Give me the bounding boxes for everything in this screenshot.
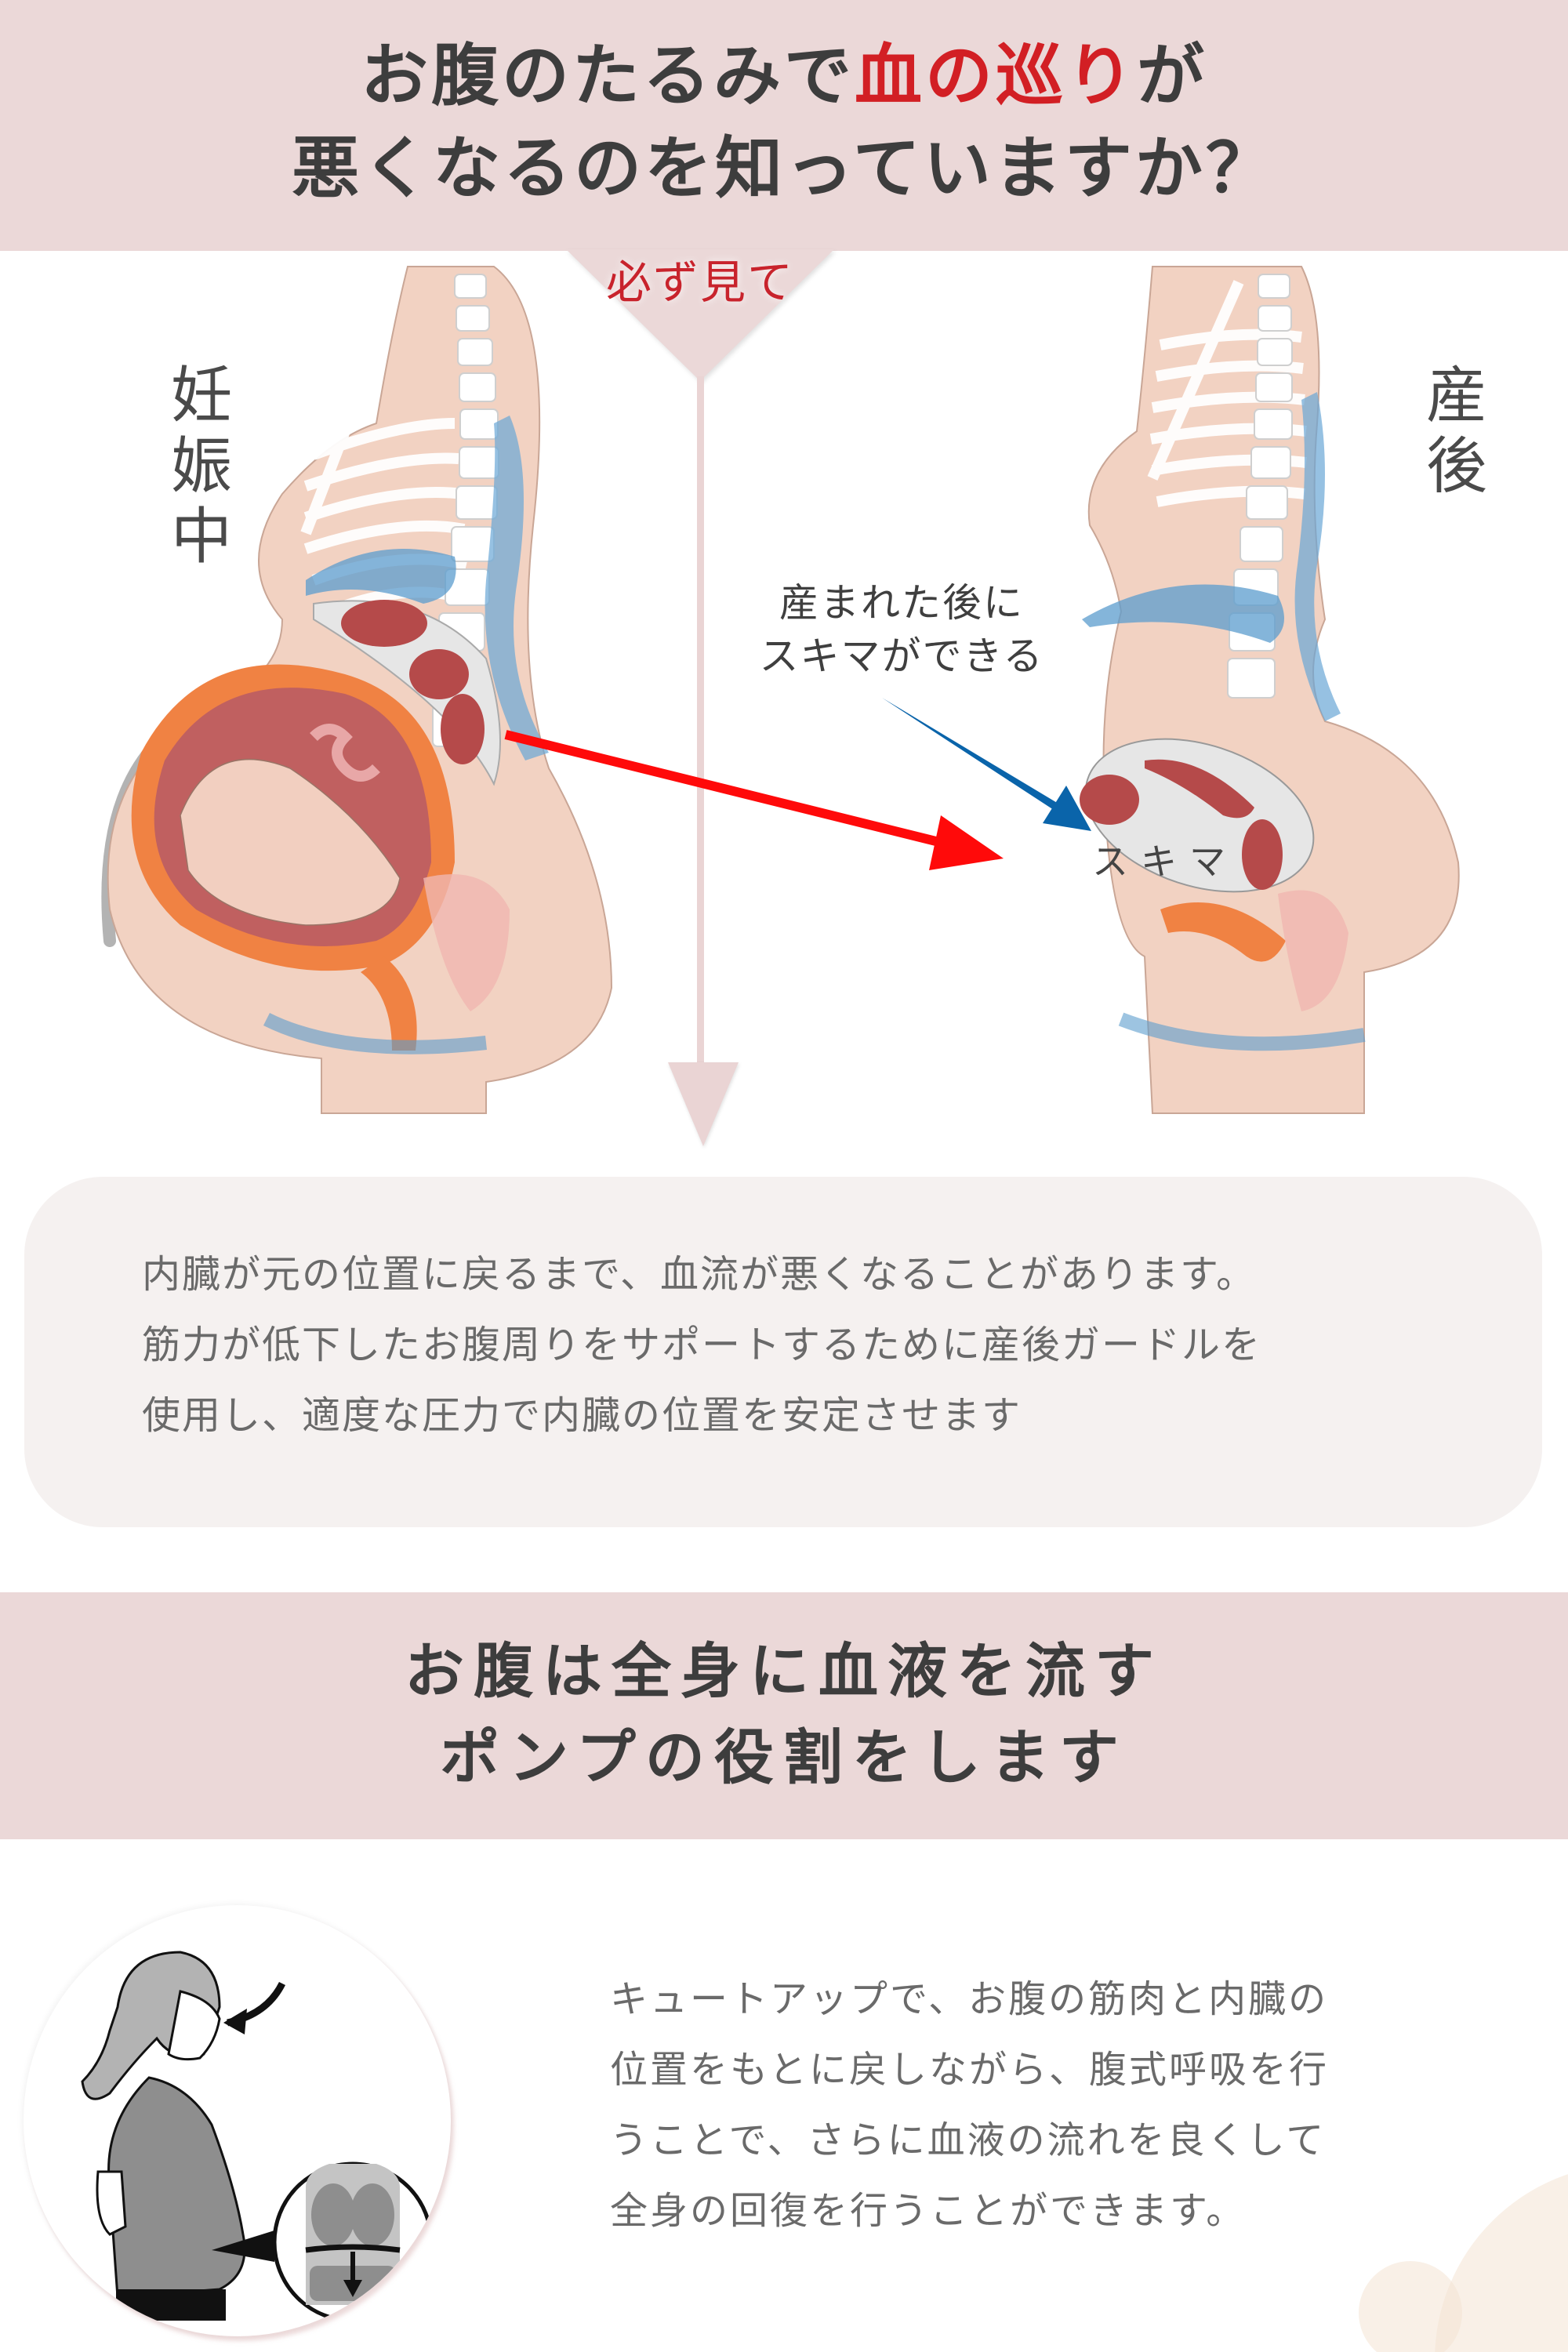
gap-label: スキマ — [1092, 840, 1238, 883]
pointer-label: 必ず見て — [605, 256, 794, 309]
red-arrow-icon — [504, 730, 1004, 870]
info-line: 内臓が元の位置に戻るまで、血流が悪くなることがあります。 — [142, 1252, 1257, 1297]
divider-line — [697, 376, 704, 1066]
page-title: お腹のたるみで血の巡りが 悪くなるのを知っていますか？ — [0, 30, 1568, 215]
header-band — [0, 0, 1568, 251]
info-box: 内臓が元の位置に戻るまで、血流が悪くなることがあります。 筋力が低下したお腹周り… — [24, 1177, 1542, 1527]
info-line: 筋力が低下したお腹周りをサポートするために産後ガードルを — [142, 1323, 1262, 1367]
info-line: 使用し、適度な圧力で内臓の位置を安定させます — [142, 1393, 1022, 1438]
postpartum-label: 産 後 — [1425, 361, 1487, 502]
gap-note: 産まれた後に スキマができる — [759, 580, 1044, 679]
title-line2: 悪くなるのを知っていますか？ — [292, 129, 1276, 208]
breathing-illustration — [24, 1905, 451, 2336]
pointer-triangle — [566, 249, 834, 381]
breathing-paragraph: キュートアップで、お腹の筋肉と内臓の 位置をもとに戻しながら、腹式呼吸を行 うこ… — [610, 1977, 1330, 2233]
down-arrow-icon — [668, 1062, 739, 1146]
section2-band — [0, 1592, 1568, 1839]
pregnant-body-illustration-icon — [101, 266, 613, 1114]
blue-arrow-icon — [882, 698, 1091, 831]
postpartum-body-illustration-icon — [1080, 266, 1460, 1114]
section2-title: お腹は全身に血液を流す ポンプの役割をします — [405, 1636, 1163, 1792]
pregnancy-label: 妊 娠 中 — [170, 361, 232, 572]
woman-breathing-icon — [81, 1951, 434, 2323]
title-highlight: 血の巡り — [855, 36, 1137, 115]
title-line1-before: お腹のたるみで — [361, 36, 855, 115]
title-line1-after: が — [1137, 36, 1207, 115]
decorative-circle-small — [1359, 2261, 1462, 2352]
